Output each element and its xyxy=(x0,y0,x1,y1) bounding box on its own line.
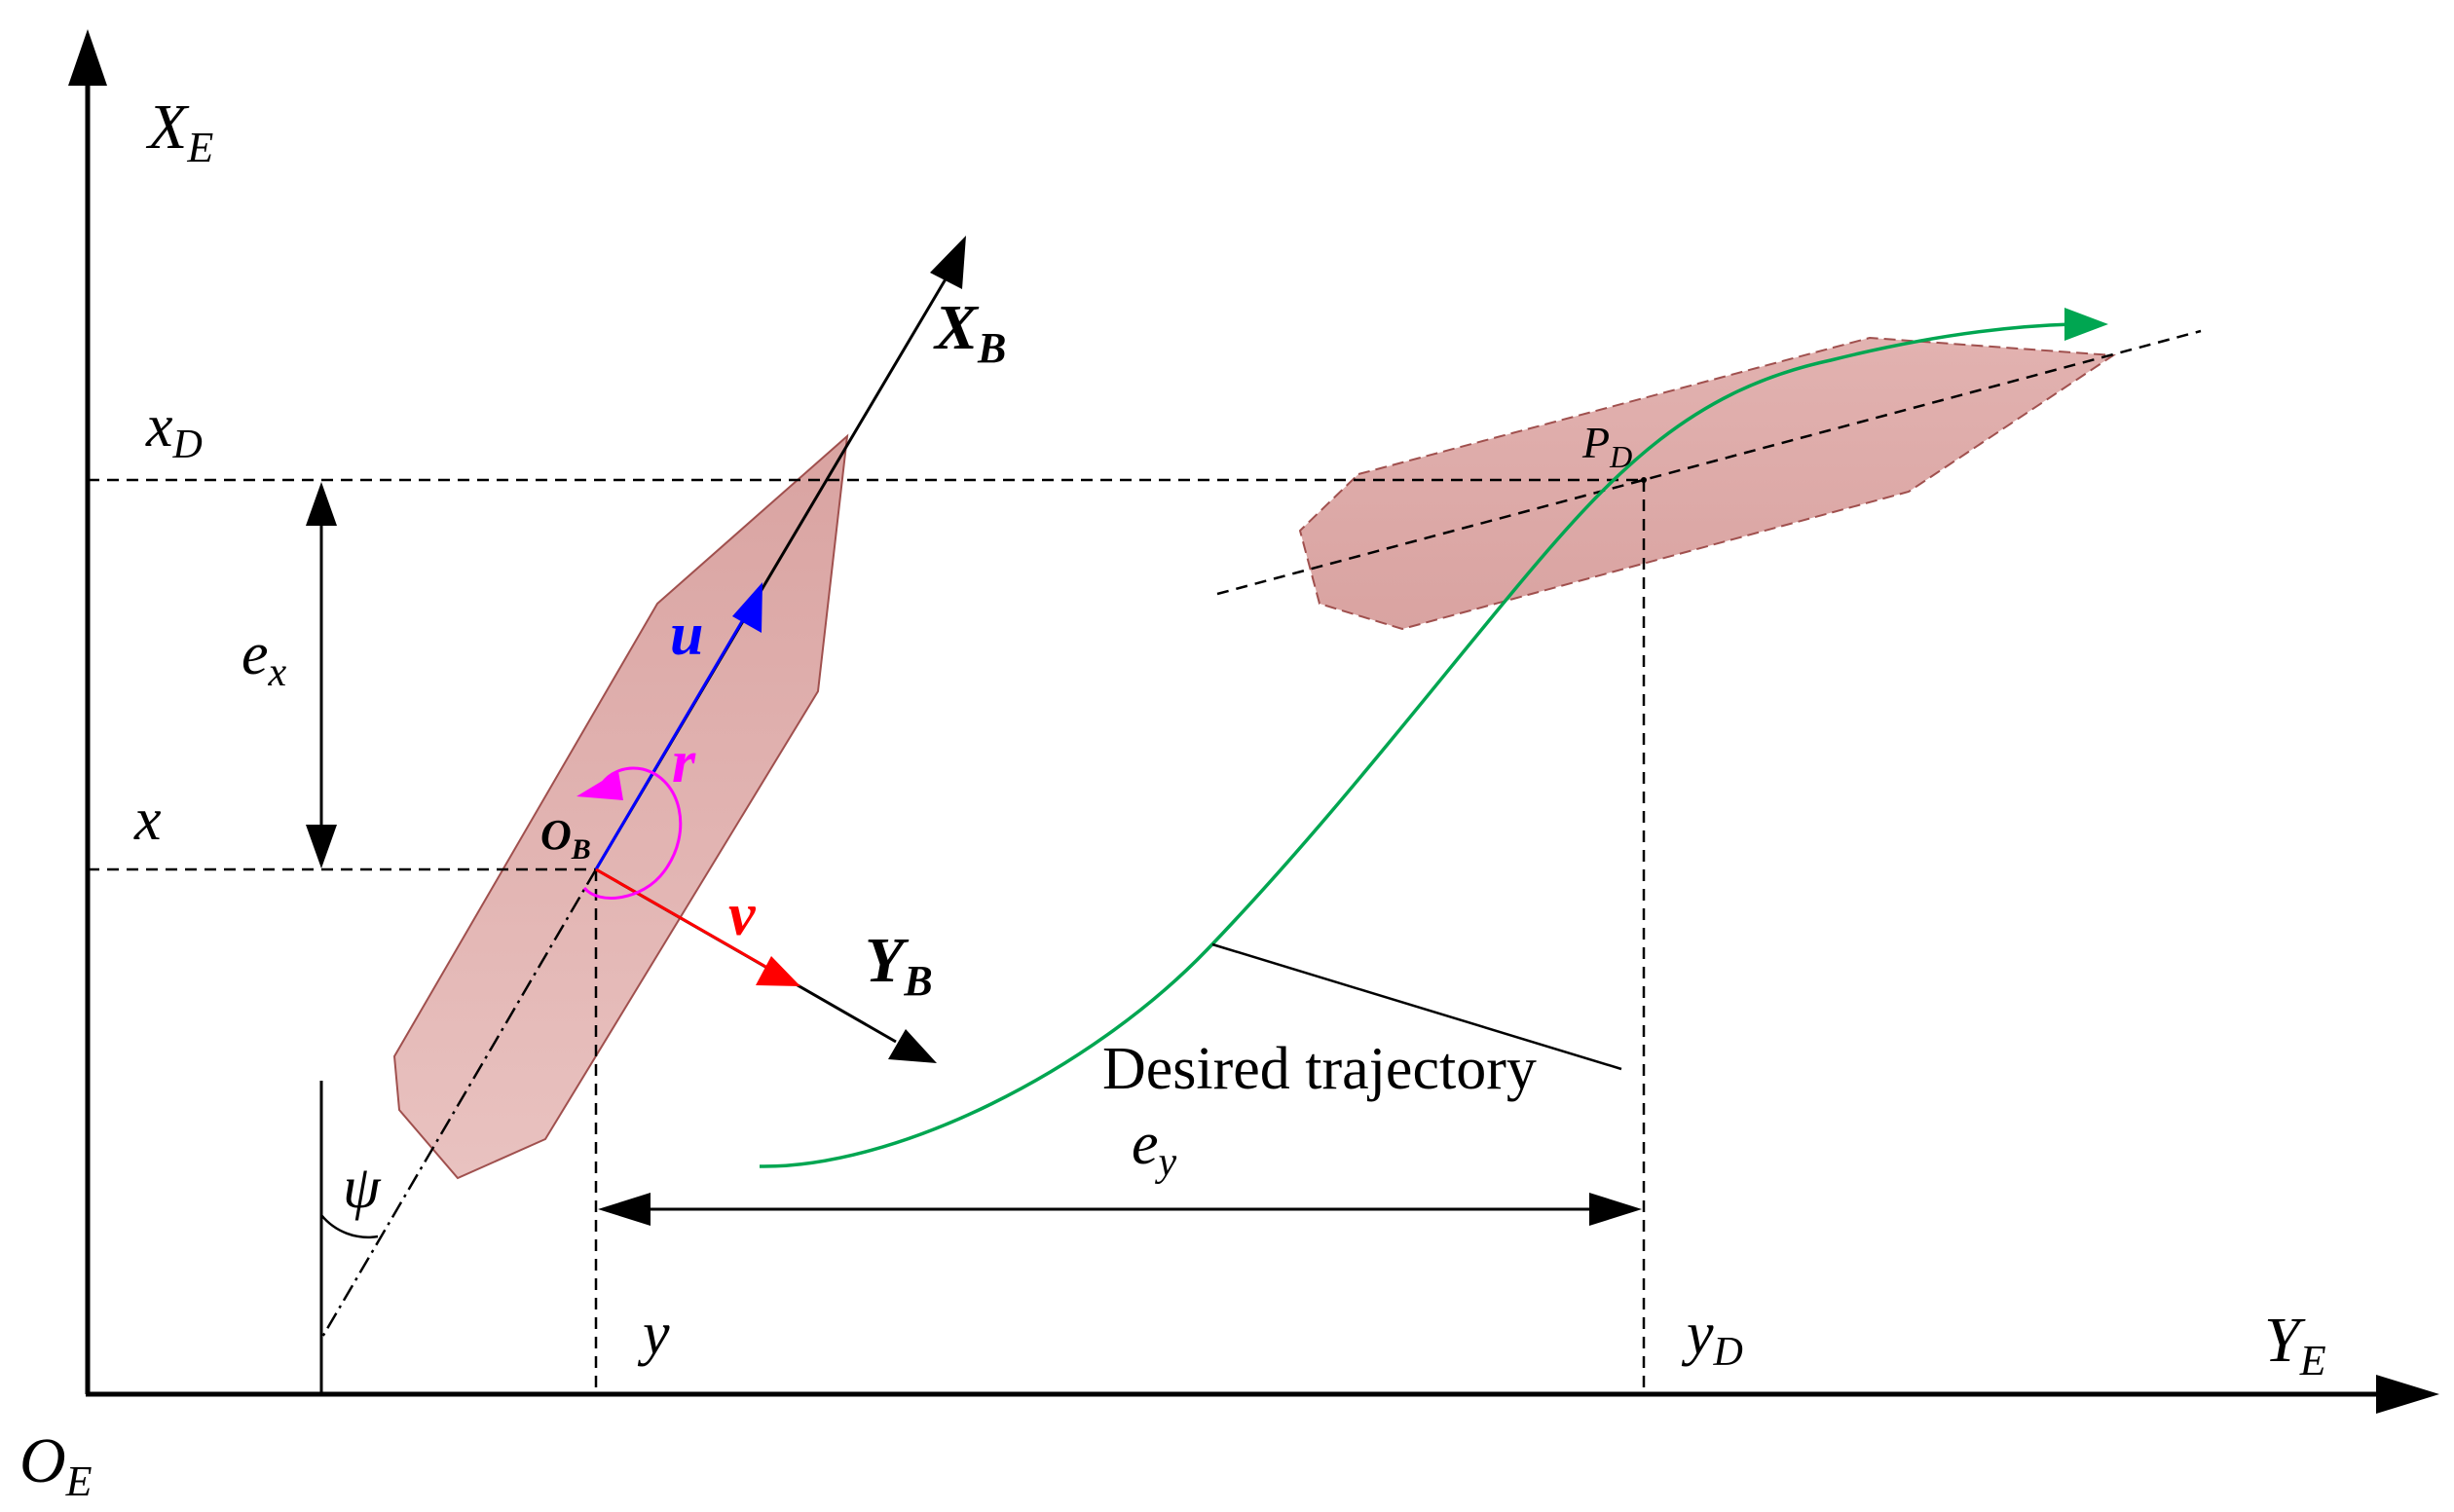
ship-hull-desired xyxy=(1298,336,2116,631)
p-d-point xyxy=(1641,477,1647,483)
desired-trajectory-curve xyxy=(759,322,2073,1168)
e-x-arrowhead-top xyxy=(306,482,337,526)
psi-label: ψ xyxy=(343,1155,382,1221)
u-vector-label: u xyxy=(670,602,703,668)
ship-hull-current xyxy=(392,433,849,1180)
desired-trajectory-label: Desired trajectory xyxy=(1102,1036,1537,1102)
e-x-arrowhead-bottom xyxy=(306,825,337,868)
p-d-label: PD xyxy=(1581,418,1632,474)
desired-ship-centerline xyxy=(1216,329,2202,596)
r-arrowhead xyxy=(576,771,623,800)
heading-angle-arc xyxy=(320,1214,379,1238)
x-b-axis-label: XB xyxy=(933,292,1006,372)
e-y-arrowhead-left xyxy=(598,1193,651,1226)
heading-dashdot-line xyxy=(319,868,598,1340)
v-vector-label: v xyxy=(728,882,757,948)
r-label: r xyxy=(672,729,696,795)
x-e-axis-label: XE xyxy=(145,92,213,171)
y-label: y xyxy=(637,1301,670,1367)
y-b-axis-label: YB xyxy=(865,925,933,1005)
desired-trajectory-arrowhead xyxy=(2064,308,2108,341)
y-e-axis-label: YE xyxy=(2264,1305,2326,1384)
e-y-label: ey xyxy=(1132,1111,1177,1185)
v-vector-line xyxy=(595,867,770,971)
e-y-arrowhead-right xyxy=(1589,1193,1642,1226)
u-vector-line xyxy=(594,610,750,870)
y-d-label: yD xyxy=(1681,1301,1743,1375)
v-vector-arrowhead xyxy=(756,956,800,986)
x-e-axis-arrowhead xyxy=(68,29,107,86)
y-b-axis-arrowhead xyxy=(888,1029,937,1063)
trajectory-leader-line xyxy=(1211,942,1622,1071)
e-x-label: ex xyxy=(242,621,287,695)
y-e-axis-arrowhead xyxy=(2376,1375,2439,1414)
o-e-origin-label: OE xyxy=(19,1425,93,1505)
x-d-label: xD xyxy=(145,393,203,467)
x-b-axis-arrowhead xyxy=(930,236,966,289)
r-rotation-arc xyxy=(582,766,683,900)
x-label: x xyxy=(133,787,162,853)
u-vector-arrowhead xyxy=(732,582,762,633)
o-b-origin-label: OB xyxy=(540,811,591,866)
